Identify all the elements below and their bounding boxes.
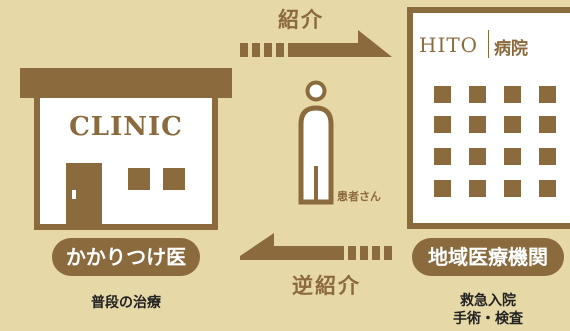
clinic-label-pill: かかりつけ医 — [52, 238, 200, 276]
referral-arrow — [240, 30, 392, 57]
patient-label: 患者さん — [337, 190, 381, 203]
clinic-door-knob — [72, 190, 76, 199]
hospital-name-divider — [488, 30, 489, 58]
hospital-window — [504, 116, 521, 133]
hospital-description-line2: 手術・検査 — [453, 311, 523, 327]
clinic-description: 普段の治療 — [91, 295, 161, 311]
hospital-window — [434, 116, 451, 133]
hospital-description-line1: 救急入院 — [460, 293, 516, 309]
hospital-label-pill: 地域医療機関 — [412, 238, 564, 276]
hospital-window — [539, 86, 556, 103]
clinic-roof — [20, 68, 232, 98]
reverse-referral-label: 逆紹介 — [292, 274, 361, 298]
clinic-window — [128, 168, 150, 190]
clinic-sign: CLINIC — [69, 112, 183, 142]
hospital-window — [469, 86, 486, 103]
hospital-name-kanji: 病院 — [494, 39, 528, 59]
clinic-building — [34, 98, 218, 230]
hospital-window — [434, 180, 451, 197]
reverse-referral-arrow — [240, 233, 392, 260]
hospital-name: HITO — [419, 33, 479, 57]
hospital-window — [434, 86, 451, 103]
hospital-window — [469, 148, 486, 165]
referral-label: 紹介 — [278, 8, 324, 32]
clinic-window — [163, 168, 185, 190]
hospital-window — [539, 148, 556, 165]
hospital-window — [504, 180, 521, 197]
patient-icon — [298, 80, 334, 205]
hospital-window — [504, 148, 521, 165]
hospital-window — [504, 86, 521, 103]
hospital-window — [539, 180, 556, 197]
hospital-window — [539, 116, 556, 133]
hospital-window — [434, 148, 451, 165]
hospital-window — [469, 180, 486, 197]
hospital-window — [469, 116, 486, 133]
